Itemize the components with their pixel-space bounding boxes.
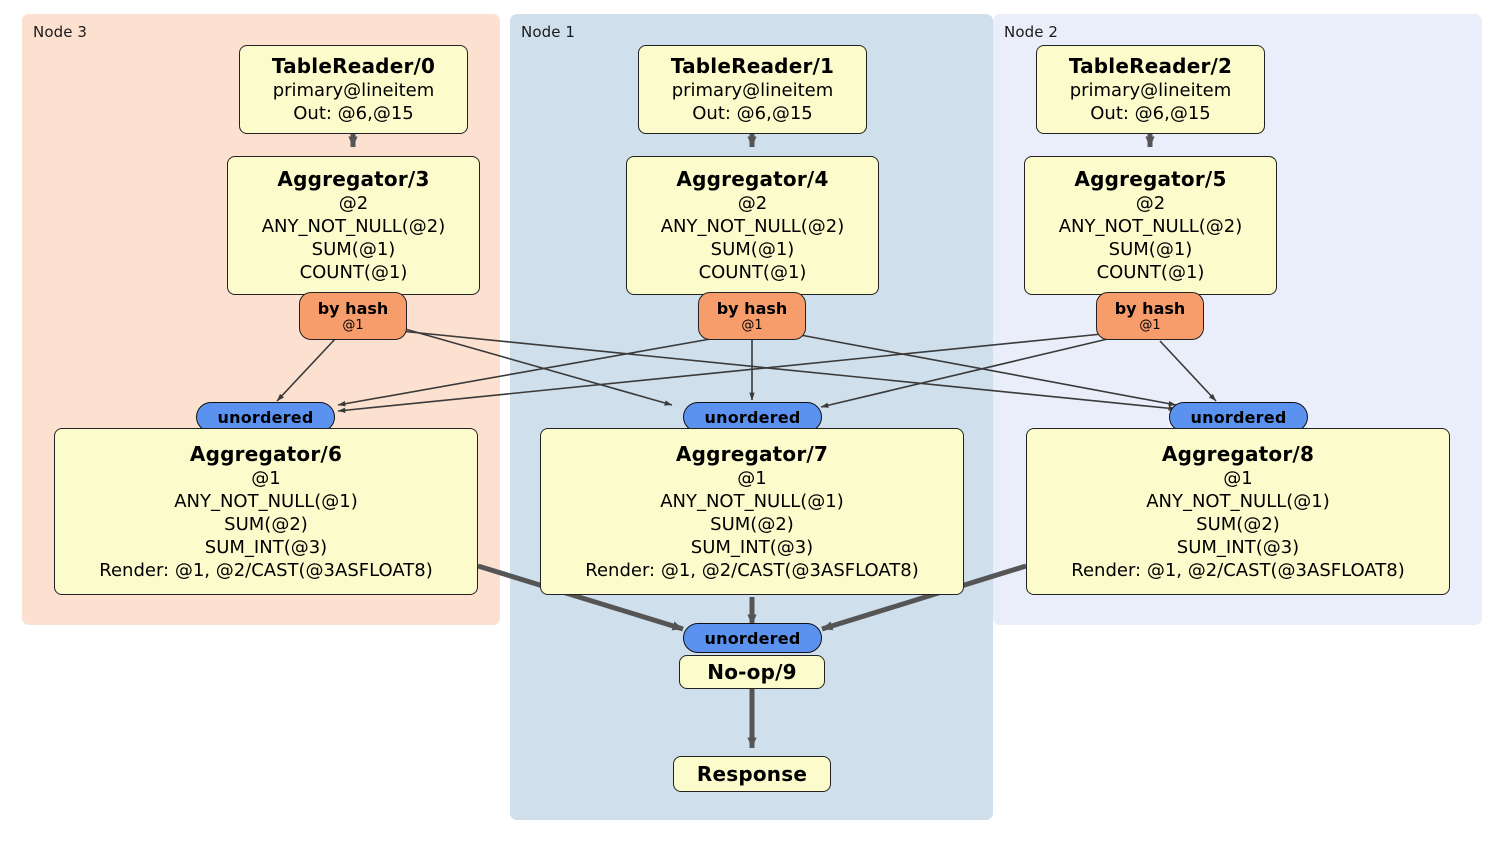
processor-detail-line: ANY_NOT_NULL(@1) [174,490,358,512]
processor-box-noop-9[interactable]: No-op/9 [679,655,825,689]
processor-detail-line: SUM(@1) [311,239,396,260]
processor-detail-line: ANY_NOT_NULL(@2) [261,216,446,237]
processor-detail-line: SUM_INT(@3) [204,536,328,558]
router-label: by hash [716,298,788,318]
processor-title: Response [696,762,808,786]
processor-box-aggregator-3[interactable]: Aggregator/3 @2 ANY_NOT_NULL(@2) SUM(@1)… [227,156,480,295]
processor-detail-line: SUM(@1) [1108,239,1193,260]
output-router-by-hash-1[interactable]: by hash @1 [698,292,806,340]
processor-detail-line: @2 [338,193,369,214]
processor-detail-line: ANY_NOT_NULL(@1) [1146,490,1330,512]
input-synchronizer-unordered-2[interactable]: unordered [1169,402,1308,432]
processor-box-aggregator-4[interactable]: Aggregator/4 @2 ANY_NOT_NULL(@2) SUM(@1)… [626,156,879,295]
processor-detail-line: Out: @6,@15 [1090,103,1211,124]
input-synchronizer-unordered-final[interactable]: unordered [683,623,822,653]
node-panel-label-node2: Node 2 [1004,23,1059,41]
processor-detail-line: SUM_INT(@3) [1176,536,1300,558]
processor-detail-line: ANY_NOT_NULL(@2) [1058,216,1243,237]
router-label: by hash [317,298,389,318]
processor-detail-line: @1 [1223,467,1253,489]
processor-detail-line: Out: @6,@15 [692,103,813,124]
processor-detail-line: SUM(@2) [710,513,794,535]
processor-detail-line: @2 [737,193,768,214]
processor-render-line: Render: @1, @2/CAST(@3ASFLOAT8) [99,559,433,581]
processor-detail-line: @2 [1135,193,1166,214]
processor-box-aggregator-5[interactable]: Aggregator/5 @2 ANY_NOT_NULL(@2) SUM(@1)… [1024,156,1277,295]
processor-detail-line: SUM(@2) [224,513,308,535]
processor-detail-line: @1 [737,467,767,489]
router-label: by hash [1114,298,1186,318]
processor-detail-line: COUNT(@1) [698,262,807,283]
processor-box-response[interactable]: Response [673,756,831,792]
output-router-by-hash-0[interactable]: by hash @1 [299,292,407,340]
processor-box-aggregator-6[interactable]: Aggregator/6 @1 ANY_NOT_NULL(@1) SUM(@2)… [54,428,478,595]
router-column: @1 [342,317,364,333]
processor-detail-line: ANY_NOT_NULL(@2) [660,216,845,237]
node-panel-label-node3: Node 3 [33,23,88,41]
processor-title: Aggregator/7 [675,441,829,466]
synchronizer-label: unordered [217,407,314,427]
processor-detail-line: primary@lineitem [1069,80,1232,101]
processor-title: No-op/9 [707,660,797,684]
processor-detail-line: SUM(@2) [1196,513,1280,535]
processor-detail-line: SUM(@1) [710,239,795,260]
processor-box-tablereader-1[interactable]: TableReader/1 primary@lineitem Out: @6,@… [638,45,867,134]
synchronizer-label: unordered [1190,407,1287,427]
processor-title: TableReader/0 [271,54,436,78]
processor-detail-line: Out: @6,@15 [293,103,414,124]
processor-title: Aggregator/3 [277,167,430,191]
node-panel-label-node1: Node 1 [521,23,576,41]
processor-box-aggregator-7[interactable]: Aggregator/7 @1 ANY_NOT_NULL(@1) SUM(@2)… [540,428,964,595]
output-router-by-hash-2[interactable]: by hash @1 [1096,292,1204,340]
processor-box-tablereader-0[interactable]: TableReader/0 primary@lineitem Out: @6,@… [239,45,468,134]
processor-box-aggregator-8[interactable]: Aggregator/8 @1 ANY_NOT_NULL(@1) SUM(@2)… [1026,428,1450,595]
processor-detail-line: SUM_INT(@3) [690,536,814,558]
synchronizer-label: unordered [704,407,801,427]
processor-title: Aggregator/4 [676,167,829,191]
processor-title: TableReader/2 [1068,54,1233,78]
processor-detail-line: COUNT(@1) [299,262,408,283]
synchronizer-label: unordered [704,628,801,648]
processor-detail-line: ANY_NOT_NULL(@1) [660,490,844,512]
processor-render-line: Render: @1, @2/CAST(@3ASFLOAT8) [1071,559,1405,581]
processor-box-tablereader-2[interactable]: TableReader/2 primary@lineitem Out: @6,@… [1036,45,1265,134]
processor-title: Aggregator/8 [1161,441,1315,466]
processor-title: Aggregator/5 [1074,167,1227,191]
router-column: @1 [741,317,763,333]
processor-title: Aggregator/6 [189,441,343,466]
processor-detail-line: COUNT(@1) [1096,262,1205,283]
router-column: @1 [1139,317,1161,333]
input-synchronizer-unordered-0[interactable]: unordered [196,402,335,432]
processor-detail-line: @1 [251,467,281,489]
processor-title: TableReader/1 [670,54,835,78]
processor-detail-line: primary@lineitem [671,80,834,101]
processor-render-line: Render: @1, @2/CAST(@3ASFLOAT8) [585,559,919,581]
processor-detail-line: primary@lineitem [272,80,435,101]
